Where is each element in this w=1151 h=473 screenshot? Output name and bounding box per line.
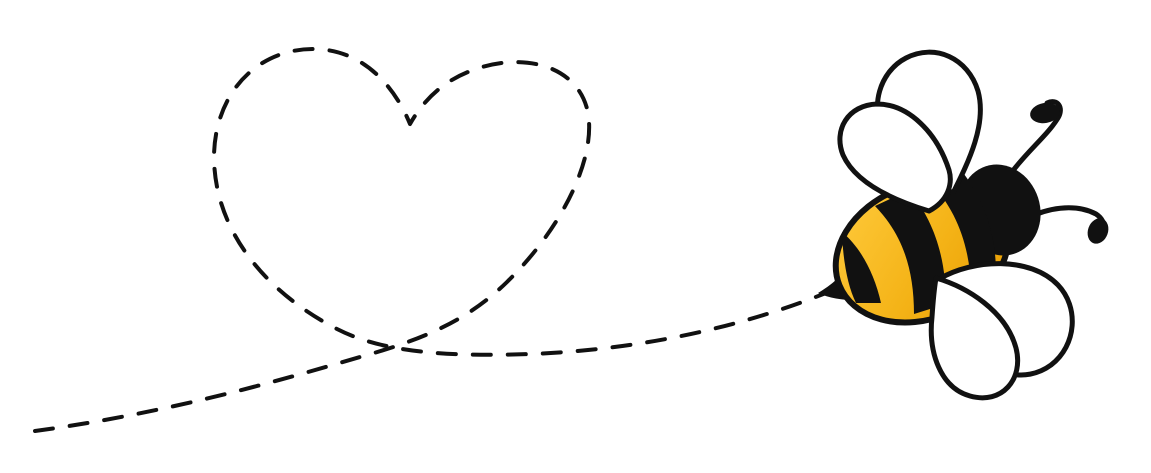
- dashed-flight-path: [33, 47, 828, 433]
- antenna-right-tip: [1087, 218, 1109, 244]
- bee-wing-bottom-front: [928, 275, 1021, 401]
- antenna-left: [1005, 99, 1063, 180]
- bee-icon: [818, 49, 1075, 401]
- bee-stripe-front-left: [842, 232, 881, 303]
- bee-wing-top-front: [837, 101, 953, 214]
- bee-stripe-middle: [929, 174, 996, 289]
- bee-stripe-back: [875, 190, 946, 314]
- antenna-left-tip: [1030, 102, 1060, 124]
